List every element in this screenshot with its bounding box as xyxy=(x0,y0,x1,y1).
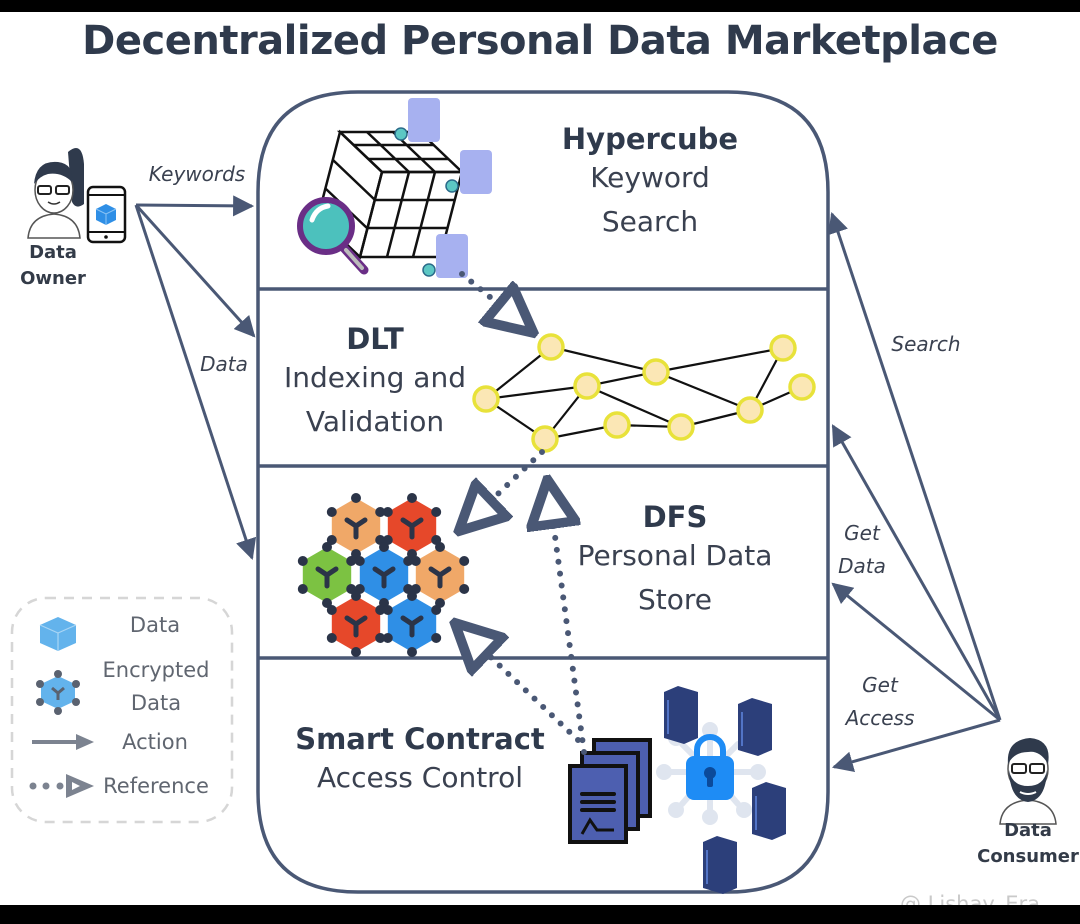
layer-title: DFS xyxy=(642,500,708,534)
actor-label-line: Data xyxy=(1004,820,1052,841)
network-node xyxy=(603,411,631,439)
network-node xyxy=(769,334,797,362)
layer-subtitle: Search xyxy=(601,205,699,238)
layer-subtitle: Store xyxy=(637,583,712,616)
bottom-bar xyxy=(0,905,1080,924)
edge-label-search: Search xyxy=(891,332,961,356)
encrypted-cube xyxy=(326,591,386,657)
legend-label-reference: Reference xyxy=(103,774,209,798)
layer-title: Hypercube xyxy=(561,122,739,156)
layer-hypercube: Hypercube Keyword Search xyxy=(540,122,760,244)
edge-label-line: Get xyxy=(862,673,898,697)
network-node xyxy=(531,425,559,453)
data-consumer-label: Data Consumer xyxy=(975,818,1080,870)
diagram-title: Decentralized Personal Data Marketplace xyxy=(82,18,998,64)
legend xyxy=(10,596,234,824)
legend-label-line: Encrypted xyxy=(102,658,210,682)
legend-label-data: Data xyxy=(129,613,181,637)
dotted-arrow-icon xyxy=(29,774,94,798)
encrypted-cube xyxy=(382,591,442,657)
contract-documents-icon xyxy=(568,738,652,844)
data-owner-label: Data Owner xyxy=(10,240,96,292)
layer-title: Smart Contract xyxy=(295,722,545,756)
layer-subtitle: Access Control xyxy=(317,761,523,794)
legend-border xyxy=(10,596,234,824)
legend-label-line: Data xyxy=(130,691,182,715)
data-cube-icon xyxy=(39,617,77,651)
bearded-person-icon xyxy=(999,738,1057,825)
actor-label-line: Consumer xyxy=(977,846,1079,867)
network-node xyxy=(537,333,565,361)
actor-label-line: Owner xyxy=(20,268,86,289)
network-node xyxy=(573,372,601,400)
edge-label-keywords: Keywords xyxy=(148,162,246,186)
node-network-icon xyxy=(472,333,816,453)
network-node xyxy=(642,358,670,386)
layer-smart-contract: Smart Contract Access Control xyxy=(290,722,550,800)
solid-arrow-icon xyxy=(32,734,94,750)
owner-action-arrows xyxy=(134,195,257,560)
encrypted-cube xyxy=(410,542,470,608)
network-node xyxy=(736,396,764,424)
legend-label-action: Action xyxy=(122,730,188,754)
hypercube-magnifier-icon xyxy=(297,98,492,278)
encrypted-cube xyxy=(297,542,357,608)
encrypted-data-cube-icon xyxy=(36,670,80,715)
layer-subtitle: Indexing and xyxy=(284,361,466,394)
encrypted-cube xyxy=(326,493,386,559)
network-node xyxy=(472,385,500,413)
encrypted-cube xyxy=(382,493,442,559)
edge-label-line: Access xyxy=(845,706,915,730)
edge-label-get-data: Get Data xyxy=(832,517,892,583)
person-with-ponytail-icon xyxy=(27,148,84,239)
encrypted-cube-cluster-icon xyxy=(297,493,470,657)
lock-servers-icon xyxy=(656,686,786,894)
diagram-canvas: Decentralized Personal Data Marketplace xyxy=(0,12,1080,916)
layer-title: DLT xyxy=(346,322,404,356)
edge-label-get-access: Get Access xyxy=(840,669,920,735)
smartphone-icon xyxy=(86,185,127,244)
layer-subtitle: Keyword xyxy=(590,161,710,194)
diagram-graphics xyxy=(10,90,1057,894)
layer-dfs: DFS Personal Data Store xyxy=(565,500,785,622)
reference-arrows xyxy=(458,271,587,755)
layer-subtitle: Validation xyxy=(305,405,445,438)
edge-label-data: Data xyxy=(200,352,248,376)
actor-label-line: Data xyxy=(29,242,77,263)
network-node xyxy=(667,413,695,441)
layer-dlt: DLT Indexing and Validation xyxy=(270,322,480,444)
edge-label-line: Data xyxy=(838,554,886,578)
consumer-action-arrows xyxy=(827,212,1002,772)
network-node xyxy=(788,373,816,401)
edge-label-line: Get xyxy=(844,521,880,545)
legend-label-encrypted-data: Encrypted Data xyxy=(96,654,216,720)
layer-subtitle: Personal Data xyxy=(577,539,773,572)
